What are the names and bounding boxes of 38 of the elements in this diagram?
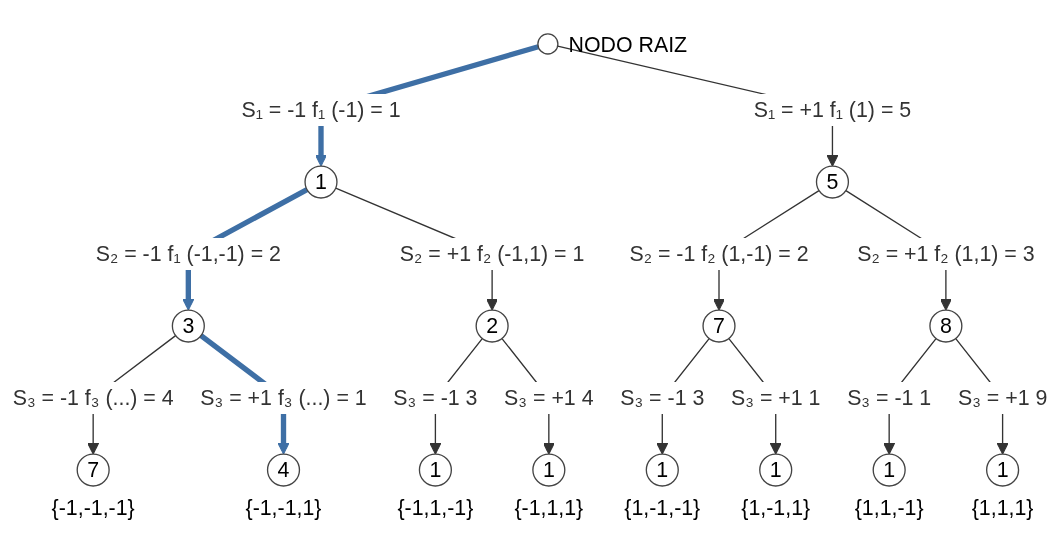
node-caption: {1,1,-1}	[854, 496, 924, 521]
edge-label: S₁ = +1 f₁ (1) = 5	[753, 98, 912, 121]
edge-label: S₁ = -1 f₁ (-1) = 1	[241, 98, 401, 121]
node-circle: 8	[929, 309, 963, 343]
node-caption: NODO RAIZ	[568, 32, 688, 57]
node-circle: 2	[475, 309, 509, 343]
node-caption: {1,-1,-1}	[624, 496, 701, 521]
node-circle: 1	[418, 453, 452, 487]
edge-label: S₃ = +1 f₃ (...) = 1	[200, 386, 367, 409]
node-circle: 3	[171, 309, 205, 343]
edge-label: S₂ = +1 f₂ (1,1) = 3	[857, 242, 1035, 265]
node-circle: 1	[645, 453, 679, 487]
node-caption: {-1,-1,-1}	[51, 496, 135, 521]
edge-label: S₃ = -1 3	[620, 386, 705, 409]
node-caption: {-1,1,-1}	[397, 496, 474, 521]
node-circle: 1	[872, 453, 906, 487]
node-circle: 5	[815, 165, 850, 199]
edge-label: S₃ = -1 3	[393, 386, 478, 409]
node-caption: {1,-1,1}	[741, 496, 811, 521]
node-circle: 1	[532, 453, 566, 487]
edge-label: S₂ = -1 f₁ (-1,-1) = 2	[95, 242, 281, 265]
edge-label: S₃ = -1 1	[847, 386, 932, 409]
node-caption: {-1,1,1}	[514, 496, 584, 521]
edge-label: S₃ = +1 4	[504, 386, 594, 409]
node-circle: 7	[76, 453, 110, 487]
node-circle	[537, 33, 559, 55]
node-circle: 1	[759, 453, 793, 487]
edge-label: S₂ = -1 f₂ (1,-1) = 2	[629, 242, 809, 265]
edge-label: S₃ = +1 9	[957, 386, 1048, 409]
node-caption: {1,1,1}	[971, 496, 1034, 521]
node-circle: 4	[266, 453, 301, 487]
edge-label: S₃ = -1 f₃ (...) = 4	[12, 386, 174, 409]
node-caption: {-1,-1,1}	[245, 496, 322, 521]
edge-label: S₂ = +1 f₂ (-1,1) = 1	[399, 242, 585, 265]
node-circle: 1	[986, 453, 1020, 487]
node-circle: 7	[702, 309, 736, 343]
node-circle: 1	[304, 165, 338, 199]
edge-label: S₃ = +1 1	[731, 386, 821, 409]
